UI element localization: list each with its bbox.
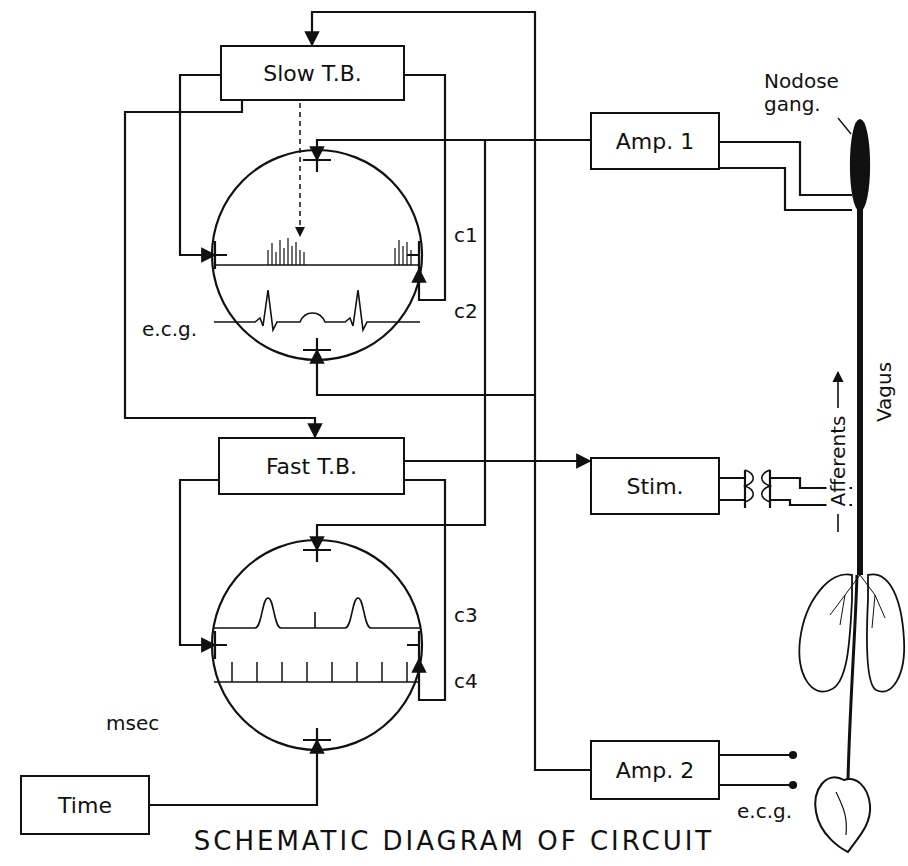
nerve-impulses	[268, 238, 411, 265]
crt-tube	[212, 540, 422, 750]
block-box: Amp. 2	[590, 740, 720, 800]
block-box: Amp. 1	[590, 112, 720, 170]
ecg-leads	[720, 755, 790, 785]
heart	[815, 777, 870, 852]
signal-connector	[312, 12, 590, 770]
annotation-label: c1	[452, 224, 480, 247]
annotation-label: e.c.g.	[140, 318, 199, 341]
sweep-wire	[405, 75, 445, 300]
deflection-plates	[215, 160, 419, 350]
annotation-label: msec	[104, 712, 161, 735]
signal-connector	[125, 101, 315, 437]
ecg-plate-wire	[317, 350, 535, 395]
ecg-trace	[214, 290, 420, 330]
time-wire	[150, 740, 317, 805]
block-label: Slow T.B.	[255, 61, 369, 86]
nodose-ganglion	[851, 120, 869, 210]
block-label: Amp. 2	[608, 758, 702, 783]
crt-tube	[212, 150, 422, 360]
diagram-title: SCHEMATIC DIAGRAM OF CIRCUIT	[194, 826, 714, 856]
block-box: Stim.	[590, 457, 720, 515]
cardiac-branch	[848, 575, 857, 780]
sweep-wire	[180, 75, 220, 255]
block-label: Time	[50, 793, 120, 818]
left-lung	[799, 574, 852, 691]
annotation-label: e.c.g.	[735, 800, 794, 823]
block-box: Fast T.B.	[218, 437, 405, 495]
annotation-label: c3	[452, 604, 480, 627]
annotation-label: Vagus	[873, 360, 896, 424]
block-label: Fast T.B.	[258, 454, 365, 479]
vagus-nerve	[857, 200, 863, 575]
annotation-label: Nodose gang.	[762, 70, 856, 116]
leader-line	[838, 118, 851, 134]
block-label: Stim.	[618, 474, 691, 499]
annotation-label: Afferents	[827, 414, 850, 509]
signal-connector	[405, 460, 590, 462]
c3-trace	[214, 598, 420, 628]
amp1-output-wire	[317, 140, 590, 160]
c1-trace	[214, 264, 420, 266]
recording-leads	[720, 142, 852, 210]
time-marks	[232, 662, 407, 682]
sweep-wire	[405, 480, 445, 700]
annotation-label: c4	[452, 670, 480, 693]
block-box: Time	[20, 775, 150, 835]
dashed-pointer	[299, 103, 301, 236]
transformer-coils	[745, 470, 770, 502]
c4-time-trace	[214, 681, 420, 683]
block-box: Slow T.B.	[220, 45, 405, 101]
annotation-label: c2	[452, 300, 480, 323]
deflection-plates	[215, 550, 419, 740]
afferent-arrow	[837, 372, 839, 408]
sweep-wire	[180, 480, 218, 645]
block-label: Amp. 1	[608, 129, 702, 154]
